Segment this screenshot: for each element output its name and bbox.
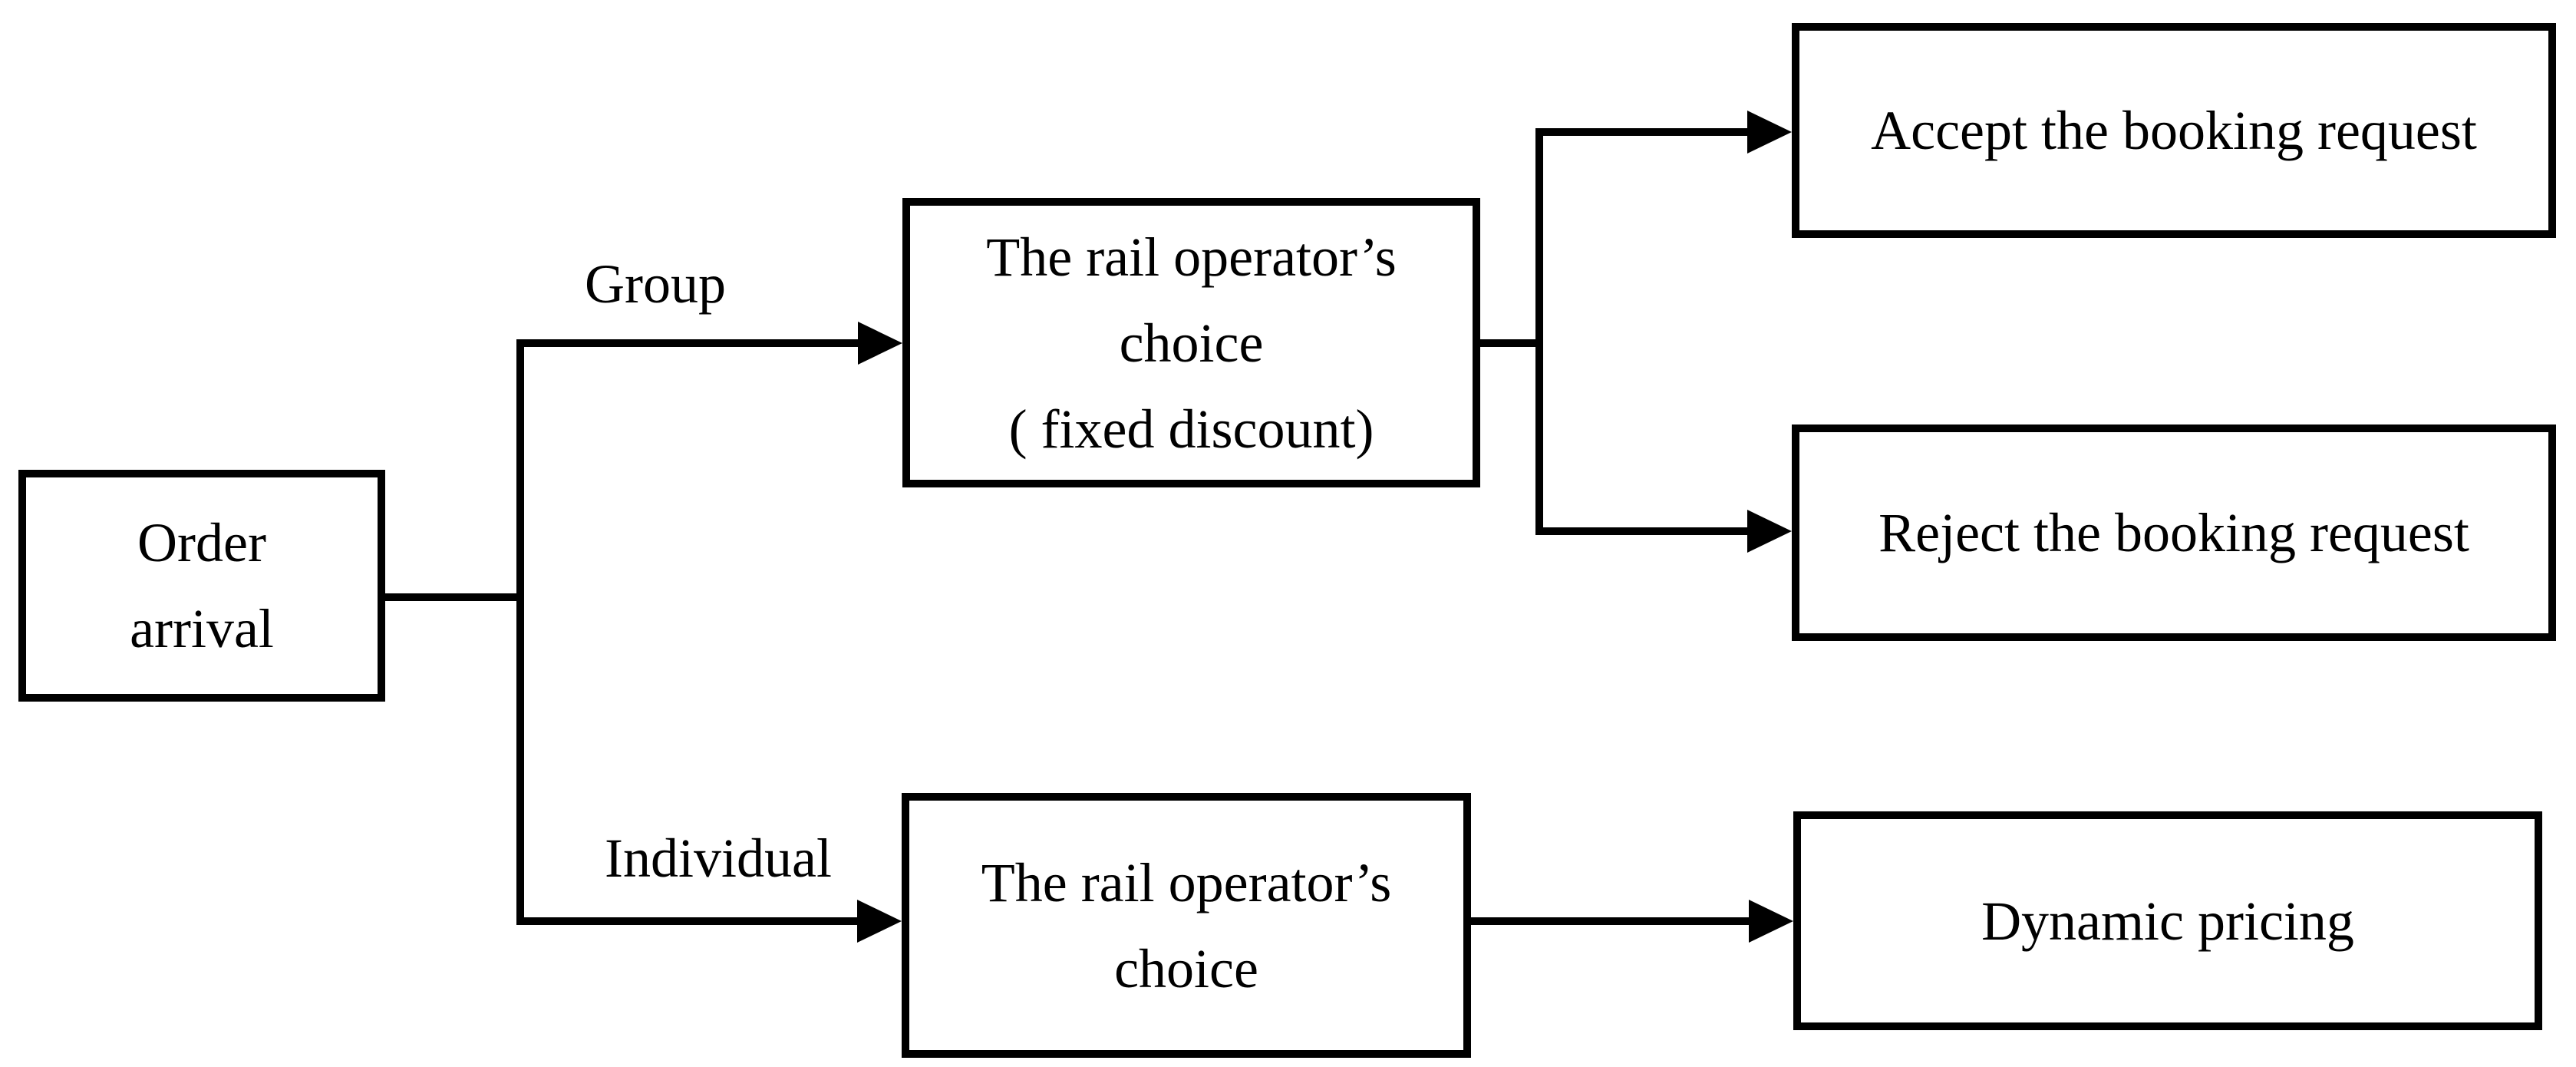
node-label-line: The rail operator’s [986, 226, 1397, 288]
connector-fork-to-reject [1535, 527, 1747, 535]
node-label-line: Dynamic pricing [1981, 890, 2354, 952]
connector-choice-to-fork [1480, 339, 1543, 347]
node-label-line: Order [137, 512, 266, 573]
connector-individual-branch [516, 917, 857, 925]
node-label-line: Accept the booking request [1871, 100, 2477, 161]
arrowhead-icon-dynamic-pricing [1749, 900, 1793, 943]
connector-branch-vertical [516, 339, 524, 925]
arrowhead-icon-group-choice [858, 322, 902, 365]
node-reject-booking-request: Reject the booking request [1792, 424, 2556, 641]
node-label-line: ( fixed discount) [1008, 398, 1374, 460]
node-rail-operator-choice: The rail operator’s choice [902, 793, 1471, 1058]
arrowhead-icon-accept [1747, 111, 1792, 154]
node-label-line: Reject the booking request [1878, 502, 2469, 563]
connector-group-branch [516, 339, 858, 347]
node-rail-operator-choice-fixed-discount: The rail operator’s choice ( fixed disco… [902, 198, 1480, 487]
branch-label-group: Group [585, 253, 726, 315]
node-label-line: choice [1119, 312, 1264, 374]
connector-fork-to-accept [1535, 128, 1747, 136]
arrowhead-icon-individual-choice [857, 900, 902, 943]
connector-order-to-branch [385, 593, 524, 601]
connector-fork-vertical [1535, 128, 1543, 535]
node-label-line: arrival [130, 598, 274, 659]
arrowhead-icon-reject [1747, 510, 1792, 553]
node-dynamic-pricing: Dynamic pricing [1793, 811, 2542, 1030]
connector-choice-to-dynamic [1471, 917, 1749, 925]
node-accept-booking-request: Accept the booking request [1792, 23, 2556, 238]
node-label-line: choice [1114, 937, 1258, 999]
branch-label-individual: Individual [605, 828, 832, 889]
node-order-arrival: Order arrival [18, 470, 385, 702]
node-label-line: The rail operator’s [981, 851, 1392, 913]
